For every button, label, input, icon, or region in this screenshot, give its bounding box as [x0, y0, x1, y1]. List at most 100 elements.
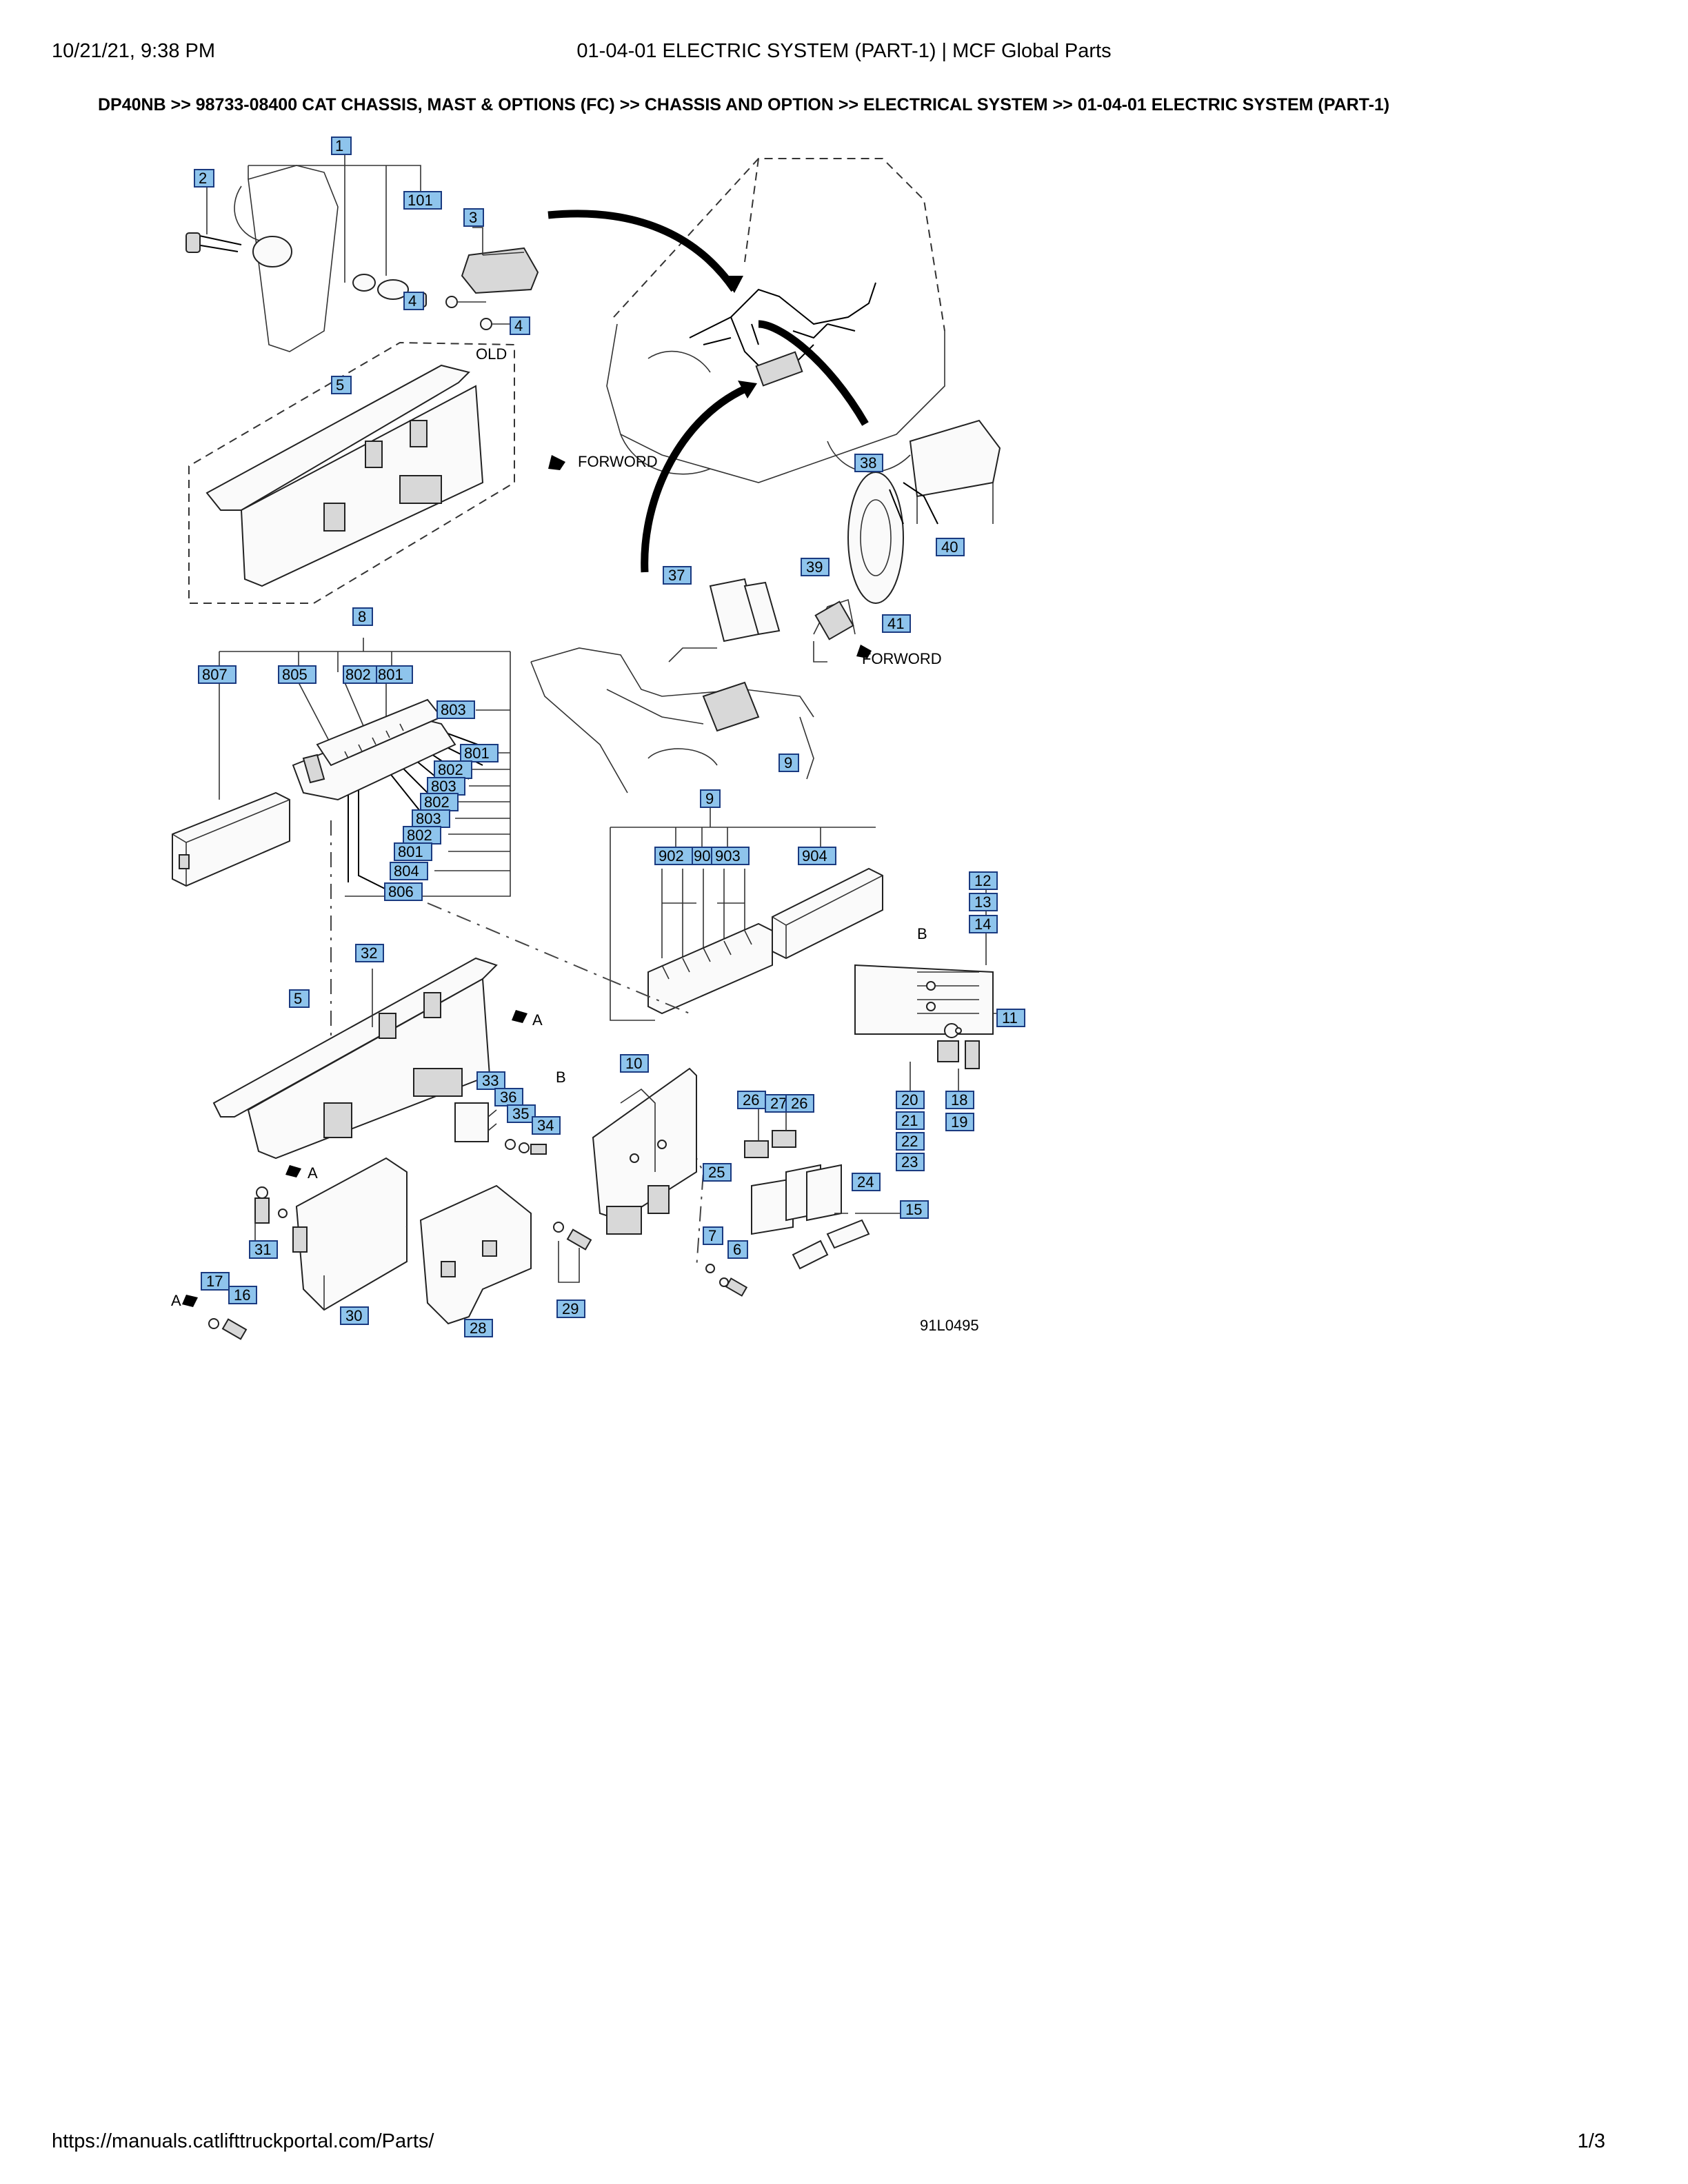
callout-801-top[interactable]: 801: [376, 665, 413, 684]
callout-22[interactable]: 22: [896, 1132, 925, 1151]
svg-text:8: 8: [358, 608, 366, 625]
callout-802-c[interactable]: 802: [403, 826, 441, 845]
callout-39[interactable]: 39: [801, 558, 830, 576]
bracket-28: [419, 1184, 532, 1325]
svg-text:7: 7: [708, 1227, 716, 1244]
callout-805[interactable]: 805: [278, 665, 316, 684]
callout-5a[interactable]: 5: [331, 376, 352, 394]
callout-4a[interactable]: 4: [403, 292, 424, 310]
controller-30: [292, 1157, 408, 1311]
callout-1[interactable]: 1: [331, 136, 352, 155]
callout-902[interactable]: 902: [654, 847, 693, 865]
svg-text:902: 902: [659, 847, 684, 865]
callout-9b[interactable]: 9: [700, 789, 721, 808]
callout-802-top[interactable]: 802: [343, 665, 377, 684]
callout-25[interactable]: 25: [703, 1163, 732, 1182]
callout-36[interactable]: 36: [494, 1088, 523, 1106]
callout-2[interactable]: 2: [194, 169, 214, 188]
callout-4b[interactable]: 4: [510, 316, 530, 335]
svg-text:26: 26: [743, 1091, 759, 1109]
callout-17[interactable]: 17: [201, 1272, 230, 1291]
callout-28[interactable]: 28: [464, 1319, 493, 1337]
forward-label-2: FORWORD: [862, 650, 942, 667]
callout-8[interactable]: 8: [352, 607, 373, 626]
callout-26b[interactable]: 26: [785, 1094, 814, 1113]
svg-text:15: 15: [905, 1201, 922, 1218]
callout-3[interactable]: 3: [463, 208, 484, 227]
svg-text:27: 27: [770, 1095, 787, 1112]
callout-14[interactable]: 14: [969, 915, 998, 933]
callout-806[interactable]: 806: [384, 882, 423, 901]
callout-903[interactable]: 903: [711, 847, 750, 865]
callout-26a[interactable]: 26: [737, 1091, 766, 1109]
view-a-label-3: A: [171, 1292, 181, 1309]
callout-7[interactable]: 7: [703, 1226, 723, 1245]
callout-20[interactable]: 20: [896, 1091, 925, 1109]
callout-32[interactable]: 32: [355, 944, 384, 962]
page-url[interactable]: https://manuals.catlifttruckportal.com/P…: [52, 2130, 434, 2152]
svg-text:903: 903: [715, 847, 741, 865]
callout-11[interactable]: 11: [996, 1009, 1025, 1027]
callout-803-top[interactable]: 803: [436, 700, 475, 719]
callout-802-a[interactable]: 802: [434, 760, 472, 779]
svg-text:34: 34: [537, 1117, 554, 1134]
print-datetime: 10/21/21, 9:38 PM: [52, 40, 215, 62]
svg-text:20: 20: [901, 1091, 918, 1109]
svg-text:36: 36: [500, 1089, 516, 1106]
svg-text:801: 801: [378, 666, 403, 683]
callout-38[interactable]: 38: [854, 454, 883, 472]
callout-802-b[interactable]: 802: [420, 793, 459, 811]
callout-19[interactable]: 19: [945, 1113, 974, 1131]
breadcrumb[interactable]: DP40NB >> 98733-08400 CAT CHASSIS, MAST …: [98, 95, 1390, 114]
display-unit: [445, 227, 539, 330]
callout-16[interactable]: 16: [228, 1286, 257, 1304]
callout-6[interactable]: 6: [727, 1240, 748, 1259]
callout-24[interactable]: 24: [852, 1173, 881, 1191]
callout-34[interactable]: 34: [532, 1116, 561, 1135]
svg-text:4: 4: [514, 317, 523, 334]
callout-90[interactable]: 90: [692, 847, 712, 865]
callout-21[interactable]: 21: [896, 1111, 925, 1130]
callout-29[interactable]: 29: [556, 1300, 585, 1318]
callout-12[interactable]: 12: [969, 871, 998, 890]
svg-text:101: 101: [408, 192, 433, 209]
lower-bracket: [212, 957, 498, 1160]
callout-37[interactable]: 37: [663, 566, 692, 585]
callout-41[interactable]: 41: [882, 614, 911, 633]
svg-text:21: 21: [901, 1112, 918, 1129]
chassis-frame: [530, 578, 814, 793]
fuse-block-8: [292, 698, 456, 801]
relay-group: [744, 1103, 903, 1270]
callout-5b[interactable]: 5: [289, 989, 310, 1008]
relay-33: [454, 1102, 547, 1155]
callout-807[interactable]: 807: [198, 665, 237, 684]
callout-803-b[interactable]: 803: [412, 809, 450, 828]
callout-904[interactable]: 904: [798, 847, 836, 865]
svg-text:35: 35: [512, 1105, 529, 1122]
callout-33[interactable]: 33: [476, 1071, 505, 1090]
old-label: OLD: [476, 345, 507, 363]
svg-text:9: 9: [705, 790, 714, 807]
callout-10[interactable]: 10: [620, 1054, 649, 1073]
callout-31[interactable]: 31: [249, 1240, 278, 1259]
view-a-label-1: A: [532, 1011, 543, 1029]
callout-803-a[interactable]: 803: [427, 777, 465, 796]
callouts: 1 2 101 3 4 4 5 38 40 39 41 37 9 8 807 8…: [194, 136, 1025, 1337]
callout-15[interactable]: 15: [900, 1200, 929, 1219]
callout-804[interactable]: 804: [390, 862, 428, 880]
key-switch-assembly: [185, 153, 427, 352]
callout-40[interactable]: 40: [936, 538, 965, 556]
callout-13[interactable]: 13: [969, 893, 998, 911]
callout-801-b[interactable]: 801: [394, 842, 432, 861]
callout-18[interactable]: 18: [945, 1091, 974, 1109]
svg-text:802: 802: [438, 761, 463, 778]
callout-30[interactable]: 30: [340, 1306, 369, 1325]
callout-101[interactable]: 101: [403, 191, 442, 210]
callout-23[interactable]: 23: [896, 1153, 925, 1171]
callout-801-a[interactable]: 801: [460, 744, 499, 762]
callout-9a[interactable]: 9: [778, 754, 799, 772]
drawing-number: 91L0495: [920, 1317, 979, 1334]
fuse-block-9: [647, 922, 773, 1015]
callout-35[interactable]: 35: [507, 1104, 536, 1123]
svg-text:5: 5: [336, 376, 344, 394]
